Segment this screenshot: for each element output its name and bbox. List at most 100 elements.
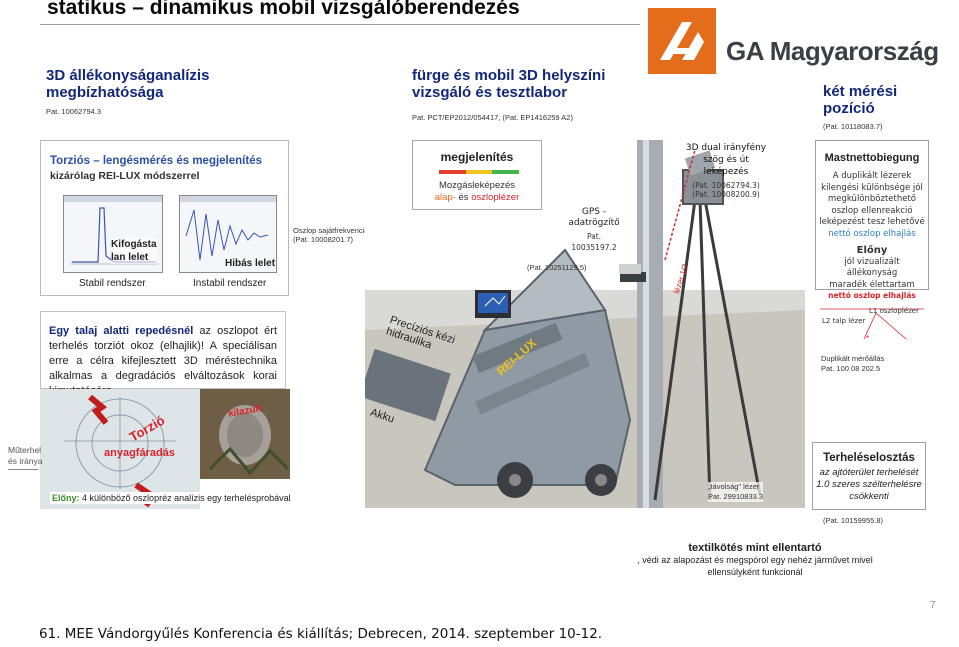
textile-l2: ellensúlyként funkcionál bbox=[707, 567, 803, 577]
textile-note: textilkötés mint ellentartó , védi az al… bbox=[600, 542, 910, 578]
mast-l3: megkülönböztethető bbox=[827, 194, 916, 204]
logo: GA Magyarország bbox=[648, 6, 939, 74]
logo-mark-icon bbox=[660, 22, 704, 60]
load-l3: csökkenti bbox=[849, 491, 889, 502]
heading-mobile-line1: fürge és mobil 3D helyszíni bbox=[412, 67, 606, 84]
heading-analysis-line2: megbízhatósága bbox=[46, 84, 164, 101]
dual-label: 3D dual irányfény szög és út leképezés (… bbox=[680, 142, 772, 199]
load-body: az ajtóterület terhelését 1.0 szeres szé… bbox=[813, 467, 925, 503]
mast-l5: leképezést tesz lehetővé bbox=[819, 217, 925, 227]
side-load-label: Műterhel és iránya bbox=[8, 445, 43, 470]
duplicated-position-note: Duplikált mérőállás Pat. 100 08 202.5 bbox=[821, 354, 884, 374]
title-underline bbox=[40, 24, 640, 25]
crack-part2: az oszlopot ért terhelés torziót okoz (e… bbox=[49, 325, 277, 352]
stable-system-label: Stabil rendszer bbox=[79, 278, 146, 289]
side-irany: és iránya bbox=[8, 456, 43, 466]
distance-line1: „távolság" lézer bbox=[708, 482, 760, 491]
diagram-graphic: * bbox=[820, 308, 924, 343]
anyagfaradas-label: anyagfáradás bbox=[104, 447, 175, 459]
heading-analysis-pat: Pat. 10062794.3 bbox=[46, 107, 102, 116]
page-title: statikus – dinamikus mobil vizsgálóberen… bbox=[47, 0, 520, 19]
torsion-photo bbox=[40, 389, 200, 509]
crack-box: Egy talaj alatti repedésnél az oszlopot … bbox=[40, 311, 286, 397]
dual-pat2: (Pat. 10008200.9) bbox=[692, 190, 760, 199]
good-label-line1: Kifogásta bbox=[111, 239, 157, 250]
advantage-rest: 4 különböző oszlopréz analízis egy terhe… bbox=[79, 493, 291, 503]
dual-line2: szög és út bbox=[703, 155, 749, 165]
heading-analysis-line1: 3D állékonyságanalízis bbox=[46, 67, 210, 84]
heading-positions: két mérési pozíció (Pat. 10118083.7) bbox=[823, 83, 897, 135]
heading-positions-line2: pozíció bbox=[823, 100, 875, 117]
torsion-box-title: Torziós – lengésmérés és megjelenítés bbox=[50, 155, 262, 167]
logo-mark bbox=[648, 8, 716, 74]
display-color-bar bbox=[439, 170, 520, 174]
display-box-title: megjelenítés bbox=[440, 150, 514, 164]
oszlop-note-line1: Oszlop sajátfrekvencia bbox=[293, 226, 369, 235]
page-number: 7 bbox=[930, 600, 936, 611]
distance-pat: Pat. 29910833.3 bbox=[708, 492, 764, 501]
bad-label: Hibás lelet bbox=[225, 258, 276, 269]
svg-text:*: * bbox=[866, 334, 869, 343]
mast-l6: nettó oszlop elhajlás bbox=[828, 228, 916, 239]
diagram-l1: L1 oszloplézer bbox=[869, 307, 919, 315]
gps-pat: Pat. 10035197.2 bbox=[571, 232, 617, 252]
heading-analysis: 3D állékonyságanalízis megbízhatósága Pa… bbox=[46, 67, 209, 120]
display-es: és bbox=[455, 192, 472, 203]
dual-line3: leképezés bbox=[703, 167, 749, 177]
pat-10251129: (Pat. 10251129.5) bbox=[527, 263, 587, 272]
footer: 61. MEE Vándorgyűlés Konferencia és kiál… bbox=[39, 626, 603, 642]
gps-line2: adatrögzítő bbox=[568, 218, 620, 228]
dual-line1: 3D dual irányfény bbox=[685, 143, 767, 153]
mast-l1: A duplikált lézerek bbox=[832, 171, 912, 181]
unstable-plot-graphic bbox=[180, 196, 276, 261]
mast-body: A duplikált lézerek kilengési különbsége… bbox=[818, 171, 926, 291]
diagram-pat: Pat. 100 08 202.5 bbox=[821, 364, 881, 373]
load-l1: az ajtóterület terhelését bbox=[819, 467, 919, 478]
dual-pat1: (Pat. 10062794.3) bbox=[692, 181, 760, 190]
mast-l4: oszlop ellenreakció bbox=[831, 205, 913, 216]
hole-photo bbox=[200, 389, 290, 479]
display-oszloplezer: oszloplézer bbox=[471, 192, 520, 203]
heading-positions-pat: (Pat. 10118083.7) bbox=[823, 122, 883, 131]
torsion-box: Torziós – lengésmérés és megjelenítés ki… bbox=[40, 140, 289, 296]
mast-adv1: jól vizualizált állékonyság bbox=[844, 256, 900, 279]
net-deflection-diagram: nettó oszlop elhajlás * L1 oszloplézer L… bbox=[816, 291, 928, 351]
textile-title: textilkötés mint ellentartó bbox=[688, 542, 822, 554]
good-label-line2: lan lelet bbox=[111, 252, 149, 263]
hole-photo-graphic bbox=[200, 389, 290, 479]
side-underline bbox=[8, 469, 38, 470]
logo-brand: GA Magyarország bbox=[726, 36, 939, 66]
load-l2: 1.0 szeres szélterhelésre bbox=[816, 479, 922, 490]
torsion-photo-graphic bbox=[40, 389, 200, 509]
display-box: megjelenítés Mozgásleképezés alap- és os… bbox=[412, 140, 542, 210]
heading-mobile-line2: vizsgáló és tesztlabor bbox=[412, 84, 568, 101]
mast-l2: kilengési különbsége jól bbox=[821, 182, 923, 193]
advantage-note: Előny: 4 különböző oszlopréz analízis eg… bbox=[50, 492, 293, 504]
mast-box: Mastnettobiegung A duplikált lézerek kil… bbox=[815, 140, 929, 290]
textile-l1: , védi az alapozást és megspórol egy neh… bbox=[637, 555, 873, 565]
oszlop-note: Oszlop sajátfrekvencia (Pat. 10008201.7) bbox=[293, 226, 368, 244]
diagram-title: nettó oszlop elhajlás bbox=[828, 291, 916, 300]
torsion-box-subtitle: kizárólag REI-LUX módszerrel bbox=[50, 170, 200, 182]
advantage-bold: Előny: bbox=[52, 493, 80, 503]
heading-mobile: fürge és mobil 3D helyszíni vizsgáló és … bbox=[412, 67, 605, 126]
side-muterhel: Műterhel bbox=[8, 445, 42, 455]
mast-adv2: maradék élettartam bbox=[829, 279, 915, 290]
display-alap: alap- bbox=[434, 192, 456, 203]
good-label: Kifogásta lan lelet bbox=[111, 238, 157, 264]
mast-title: Mastnettobiegung bbox=[824, 152, 920, 164]
diagram-l2: L2 talp lézer bbox=[822, 317, 866, 325]
gps-label: GPS - adatrögzítő Pat. 10035197.2 bbox=[566, 207, 622, 253]
display-box-line2: alap- és oszloplézer bbox=[413, 192, 541, 203]
diagram-dup: Duplikált mérőállás bbox=[821, 354, 885, 363]
load-box: Terheléselosztás az ajtóterület terhelés… bbox=[812, 442, 926, 510]
distance-laser-note: „távolság" lézer Pat. 29910833.3 bbox=[708, 482, 764, 502]
unstable-system-label: Instabil rendszer bbox=[193, 278, 267, 289]
heading-positions-line1: két mérési bbox=[823, 83, 898, 100]
heading-mobile-pat: Pat. PCT/EP2012/054417, (Pat. EP1416259 … bbox=[412, 113, 573, 122]
display-box-line1: Mozgásleképezés bbox=[438, 180, 516, 191]
oszlop-note-line2: (Pat. 10008201.7) bbox=[293, 235, 354, 244]
load-title: Terheléselosztás bbox=[823, 452, 915, 464]
crack-bold: Egy talaj alatti repedésnél bbox=[49, 325, 194, 337]
unstable-plot bbox=[179, 195, 277, 273]
